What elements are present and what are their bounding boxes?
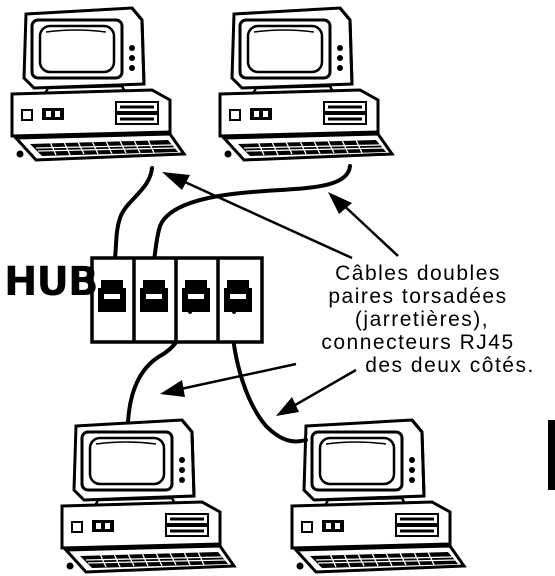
hub	[90, 256, 264, 344]
caption-line: des deux côtés.	[365, 354, 535, 377]
computer-top-right	[218, 6, 394, 162]
caption-line: Câbles doubles	[335, 262, 501, 285]
caption-line: connecteurs RJ45	[321, 331, 514, 354]
computer-bottom-right	[290, 418, 466, 574]
caption-line: paires torsadées	[328, 285, 507, 308]
cable-top-left	[110, 166, 154, 276]
caption-line: (jarretières),	[355, 308, 489, 331]
cable-top-right	[148, 164, 352, 278]
caption: Câbles doubles paires torsadées (jarreti…	[321, 262, 535, 377]
rj45-port-4	[224, 280, 252, 312]
computer-bottom-left	[60, 418, 236, 574]
computer-top-left	[10, 6, 186, 162]
rj45-port-3	[182, 280, 210, 312]
annotation-arrows	[160, 172, 399, 416]
edge-artifact	[548, 420, 555, 490]
hub-label: HUB	[4, 259, 97, 305]
rj45-port-1	[98, 280, 126, 312]
rj45-port-2	[140, 280, 168, 312]
